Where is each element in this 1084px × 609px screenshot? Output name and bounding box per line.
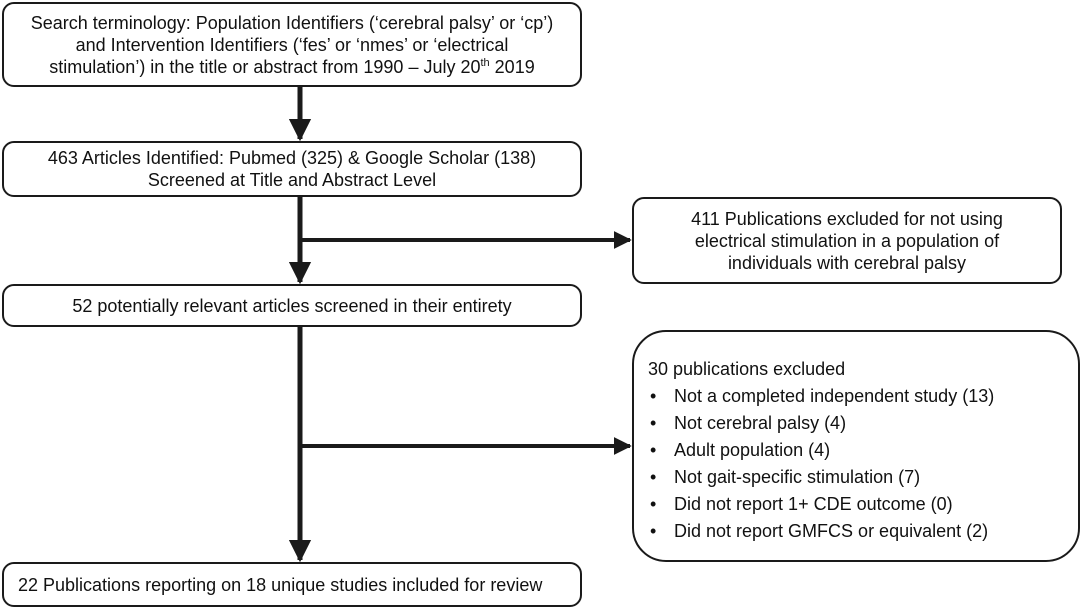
search-terminology-line-2: and Intervention Identifiers (‘fes’ or ‘… bbox=[75, 34, 509, 55]
excluded-not-es-line-1: 411 Publications excluded for not using bbox=[691, 208, 1003, 229]
excluded-not-es-box: 411 Publications excluded for not using … bbox=[632, 197, 1062, 284]
publications-excluded-title: 30 publications excluded bbox=[648, 359, 846, 379]
search-terminology-line-3: stimulation’) in the title or abstract f… bbox=[49, 56, 535, 77]
articles-identified-box: 463 Articles Identified: Pubmed (325) & … bbox=[2, 141, 582, 197]
bullet: • bbox=[650, 440, 657, 460]
excluded-not-es-line-2: electrical stimulation in a population o… bbox=[694, 230, 1000, 251]
excluded-not-es-line-3: individuals with cerebral palsy bbox=[727, 252, 967, 273]
bullet: • bbox=[650, 386, 657, 406]
included-for-review-box: 22 Publications reporting on 18 unique s… bbox=[2, 562, 582, 607]
potentially-relevant-text: 52 potentially relevant articles screene… bbox=[72, 295, 512, 316]
articles-identified-line-1: 463 Articles Identified: Pubmed (325) & … bbox=[47, 148, 537, 168]
list-item: •Not gait-specific stimulation (7) bbox=[650, 467, 921, 487]
search-terminology-box: Search terminology: Population Identifie… bbox=[2, 2, 582, 87]
list-item: •Not a completed independent study (13) bbox=[650, 386, 995, 406]
bullet: • bbox=[650, 467, 657, 487]
search-terminology-line-1: Search terminology: Population Identifie… bbox=[30, 12, 554, 33]
list-item: •Adult population (4) bbox=[650, 440, 831, 460]
bullet: • bbox=[650, 494, 657, 514]
articles-identified-line-2: Screened at Title and Abstract Level bbox=[147, 170, 437, 190]
list-item: •Not cerebral palsy (4) bbox=[650, 413, 847, 433]
potentially-relevant-box: 52 potentially relevant articles screene… bbox=[2, 284, 582, 327]
exclusion-reasons-list: •Not a completed independent study (13) … bbox=[648, 385, 1078, 542]
included-for-review-text: 22 Publications reporting on 18 unique s… bbox=[18, 574, 543, 595]
list-item: •Did not report 1+ CDE outcome (0) bbox=[650, 494, 953, 514]
publications-excluded-box: 30 publications excluded •Not a complete… bbox=[632, 330, 1080, 562]
bullet: • bbox=[650, 413, 657, 433]
list-item: •Did not report GMFCS or equivalent (2) bbox=[650, 521, 989, 541]
bullet: • bbox=[650, 521, 657, 541]
